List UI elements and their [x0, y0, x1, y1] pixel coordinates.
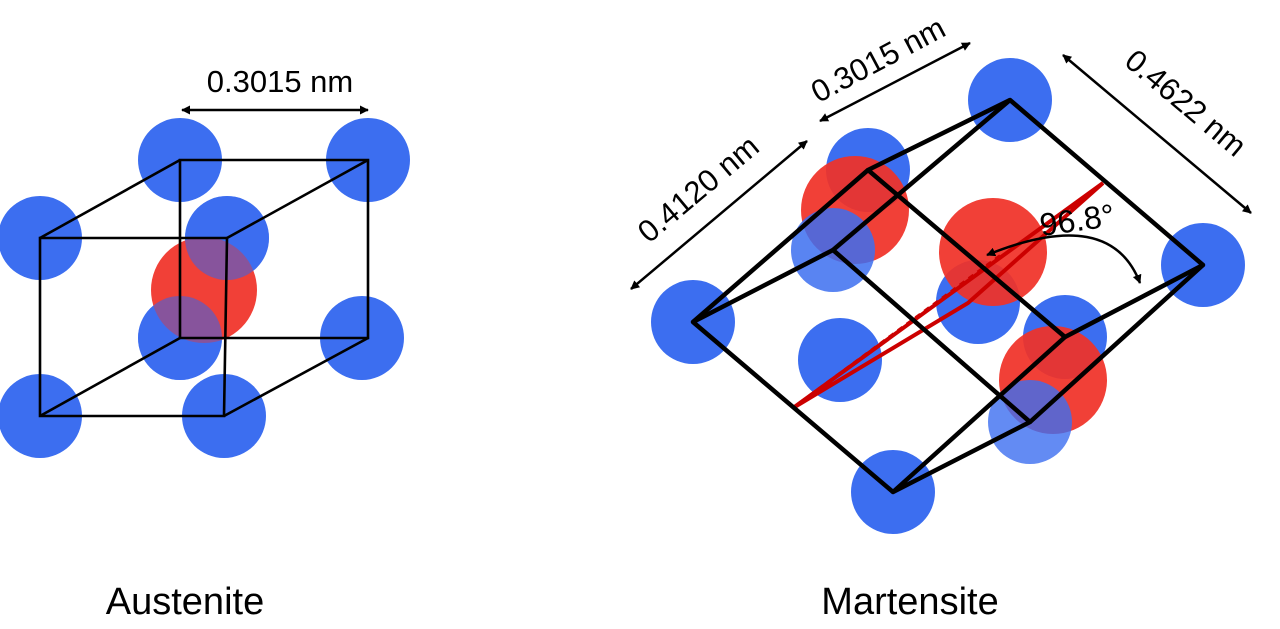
carbon-plane: [791, 181, 1105, 410]
angle-arc: [986, 234, 1142, 284]
martensite-cell: 96.8° 0.4120 nm 0.3015 nm 0.4622 nm: [630, 10, 1253, 534]
martensite-dimension-label-b: 0.3015 nm: [805, 10, 951, 110]
austenite-cell: 0.3015 nm: [0, 64, 410, 458]
martensite-dimension-arrow-c: [1062, 54, 1252, 214]
martensite-dimension-arrow-b: [819, 41, 971, 123]
austenite-cell-edges: [38, 158, 370, 418]
austenite-dimension-label: 0.3015 nm: [207, 64, 354, 99]
martensite-caption: Martensite: [821, 581, 998, 623]
austenite-caption: Austenite: [106, 581, 264, 623]
iron-atom: [798, 318, 882, 402]
angle-label: 96.8°: [1037, 197, 1116, 243]
martensite-dimension-label-c: 0.4622 nm: [1118, 42, 1253, 163]
martensite-dimension-arrow-a: [630, 140, 808, 290]
